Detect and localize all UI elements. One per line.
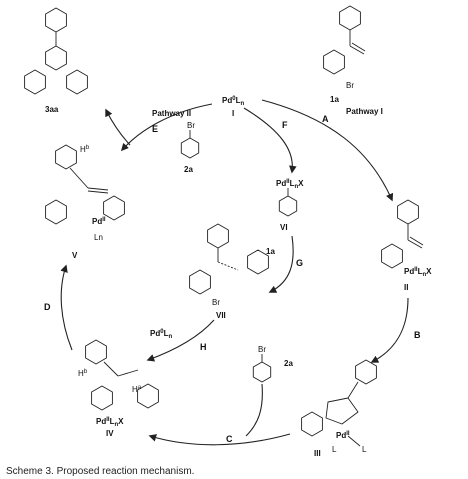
reagent-1a-label: 1a: [330, 95, 339, 104]
svg-text:PdII: PdII: [92, 217, 106, 226]
reagent-2a-C: Br 2a: [252, 345, 293, 383]
step-F: F: [282, 120, 288, 130]
svg-text:PdIILnX: PdIILnX: [276, 179, 304, 190]
arrow-C-input: [245, 383, 263, 437]
intermediate-VI-label: VI: [280, 223, 288, 232]
step-C: C: [226, 434, 233, 444]
arrow-A: [261, 99, 394, 202]
reagent-2a-F: Br 2a: [180, 121, 200, 174]
svg-text:Hb: Hb: [80, 145, 90, 154]
arrow-G: [268, 235, 294, 293]
svg-text:PdIILnX: PdIILnX: [96, 417, 124, 428]
pd0-released-H: Pd0Ln: [150, 329, 172, 340]
step-D: D: [44, 302, 51, 312]
reagent-2a-label-F: 2a: [184, 165, 193, 174]
svg-text:PdIILnX: PdIILnX: [404, 267, 432, 278]
intermediate-V-label: V: [72, 251, 78, 260]
intermediate-III-label: III: [314, 449, 321, 458]
ln-ligand: Ln: [94, 233, 103, 242]
intermediate-IV: Hb Ha PdIILnX IV: [78, 339, 159, 438]
bromo-atom: Br: [346, 81, 354, 90]
svg-text:Br: Br: [212, 298, 220, 307]
arrow-H: [146, 319, 215, 362]
step-H: H: [200, 342, 207, 352]
step-G: G: [296, 258, 303, 268]
arrow-F: [243, 107, 297, 174]
arrow-D: [60, 264, 73, 351]
pathway-I-label: Pathway I: [346, 107, 383, 116]
product-3aa: 3aa: [24, 7, 88, 114]
arrow-C: [148, 433, 291, 446]
pathway-II-label: Pathway II: [152, 109, 191, 118]
svg-text:PdII: PdII: [336, 431, 350, 440]
intermediate-VII-label: VII: [216, 311, 226, 320]
step-E: E: [152, 124, 158, 134]
l-ligand-right: L: [362, 445, 367, 454]
svg-text:Br: Br: [187, 121, 195, 130]
product-label: 3aa: [45, 105, 59, 114]
l-ligand-left: L: [332, 445, 337, 454]
intermediate-II-label: II: [404, 283, 408, 292]
intermediate-IV-label: IV: [106, 429, 114, 438]
reagent-1a-label-G: 1a: [266, 247, 275, 256]
intermediate-III: PdII L L III: [301, 359, 377, 458]
pd0-catalyst-I: Pd0Ln I: [222, 96, 244, 118]
svg-text:Pd0Ln: Pd0Ln: [222, 96, 244, 107]
catalyst-label: I: [232, 109, 234, 118]
svg-text:Br: Br: [258, 345, 266, 354]
scheme-caption: Scheme 3. Proposed reaction mechanism.: [6, 466, 195, 477]
intermediate-VI: PdIILnX VI: [276, 179, 304, 232]
substrate-1a-top: Br 1a: [323, 5, 366, 104]
svg-text:Hb: Hb: [78, 369, 88, 378]
arrow-B: [370, 297, 409, 363]
step-A: A: [322, 114, 329, 124]
intermediate-II: PdIILnX II: [381, 199, 432, 292]
intermediate-VII: Br VII: [189, 223, 269, 320]
svg-text:Ha: Ha: [132, 385, 142, 394]
reagent-2a-label-C: 2a: [284, 359, 293, 368]
arrow-E-out: [105, 108, 131, 146]
step-B: B: [414, 330, 421, 340]
intermediate-V: Hb PdII Ln V: [45, 144, 125, 260]
